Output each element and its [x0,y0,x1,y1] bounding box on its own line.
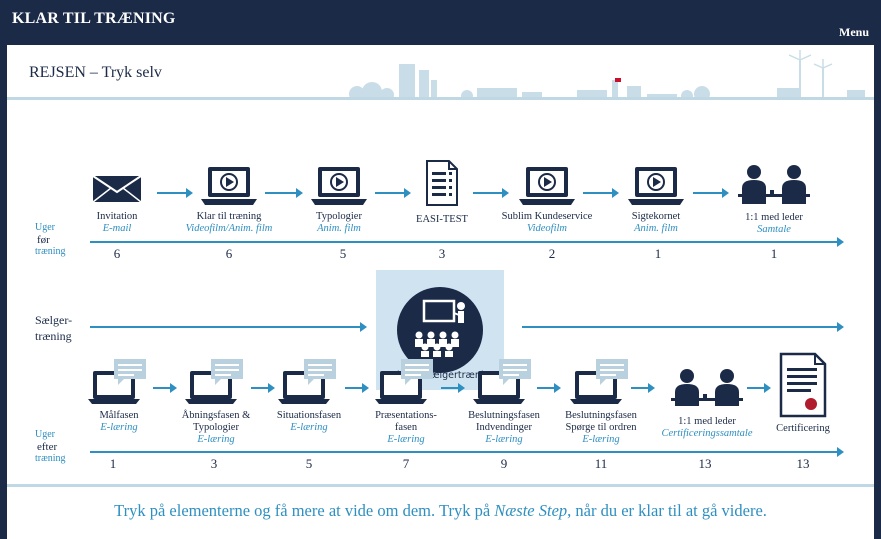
row1-weeks: 1 [770,246,778,261]
step-certificering[interactable]: Certificering [765,352,841,435]
row1-weeks: 3 [438,246,446,261]
step-beslutningsfasen-indvendinger[interactable]: Beslutningsfasen Indvendinger E-læring [457,357,551,446]
row2-weeks: 5 [305,456,313,471]
row1-weeks: 6 [113,246,121,261]
row1-weeks: 1 [654,246,662,261]
step-easi-test[interactable]: EASI-TEST [407,159,477,226]
elearning-laptop-icon [570,359,628,404]
row1-step-arrow [473,188,509,198]
video-laptop-icon [519,167,575,205]
row2-step-arrow [345,383,369,393]
row1-step-arrow [693,188,729,198]
city-skyline-illustration [349,50,865,102]
row2-step-arrow [441,383,465,393]
elearning-laptop-icon [375,359,433,404]
row2-step-arrow [153,383,177,393]
footer-instruction: Tryk på elementerne og få mere at vide o… [114,501,767,520]
meeting-icon [671,369,743,406]
row2-weeks: 11 [594,456,608,471]
elearning-laptop-icon [278,359,336,404]
row1-weeks: 5 [339,246,347,261]
elearning-laptop-icon [473,359,531,404]
app-title: KLAR TIL TRÆNING [12,10,176,27]
row2-step-arrow [251,383,275,393]
classroom-icon [397,287,483,373]
step-sigtekornet[interactable]: Sigtekornet Anim. film [611,166,701,235]
row1-weeks: 2 [548,246,556,261]
row2-weeks: 3 [210,456,218,471]
step-klar-til-traening[interactable]: Klar til træning Videofilm/Anim. film [169,166,289,235]
row1-weeks: 6 [225,246,233,261]
row2-weeks: 9 [500,456,508,471]
row2-side-label-text: Uger efter træning [35,429,66,464]
video-laptop-icon [311,167,367,205]
row1-step-arrow [157,188,193,198]
envelope-icon [92,175,142,203]
row2-step-arrow [537,383,561,393]
step-situationsfasen[interactable]: Situationsfasen E-læring [269,357,349,434]
menu-button[interactable]: Menu [839,25,869,39]
row2-layer: Uger efter træning Målfasen E-læring 1 [7,100,874,484]
main-frame: REJSEN – Tryk selv [0,45,881,539]
step-sublim-kundeservice[interactable]: Sublim Kundeservice Videofilm [492,166,602,235]
content-panel: REJSEN – Tryk selv [7,45,874,539]
step-certificeringssamtale[interactable]: 1:1 med leder Certificeringssamtale [647,368,767,440]
sales-arrow-right [522,322,844,332]
sales-training-box[interactable]: 2 dages sælgertræning [376,270,504,390]
row1-step-arrow [583,188,619,198]
video-laptop-icon [201,167,257,205]
row2-step-arrow [747,383,771,393]
video-laptop-icon [628,167,684,205]
checklist-icon [426,160,458,206]
sales-training-label: 2 dages sælgertræning [384,370,496,381]
step-beslutningsfasen-ordren[interactable]: Beslutningsfasen Spørge til ordren E-lær… [553,357,649,446]
sales-arrow-left [90,322,367,332]
row1-side-label: Uger før træning [35,222,66,257]
certificate-icon [779,352,827,418]
row1-timeline-arrow [90,237,844,247]
row1-step-arrow [265,188,303,198]
elearning-laptop-icon [185,359,243,404]
row2-weeks: 13 [796,456,810,471]
step-invitation[interactable]: Invitation E-mail [75,173,159,235]
skyline-divider [7,97,874,100]
subtitle-area: REJSEN – Tryk selv [7,45,874,102]
row2-weeks: 1 [109,456,117,471]
journey-content: Uger før træning Invitation [7,100,874,484]
step-typologier[interactable]: Typologier Anim. film [294,166,384,235]
footer: Tryk på elementerne og få mere at vide o… [7,484,874,539]
step-aabningsfasen[interactable]: Åbningsfasen & Typologier E-læring [173,357,259,446]
step-1-1-med-leder[interactable]: 1:1 med leder Samtale [729,164,819,236]
elearning-laptop-icon [88,359,146,404]
step-maalfasen[interactable]: Målfasen E-læring [79,357,159,434]
row2-weeks: 7 [402,456,410,471]
top-bar: KLAR TIL TRÆNING Menu [0,0,881,45]
row2-timeline-arrow [90,447,844,457]
step-praesentationsfasen[interactable]: Præsentations- fasen E-læring [363,357,449,446]
row2-weeks: 13 [698,456,712,471]
row2-step-arrow [631,383,655,393]
page-subtitle: REJSEN – Tryk selv [29,64,162,81]
meeting-icon [738,165,810,204]
sales-side-label: Sælger- træning [35,313,73,343]
row1-step-arrow [375,188,411,198]
